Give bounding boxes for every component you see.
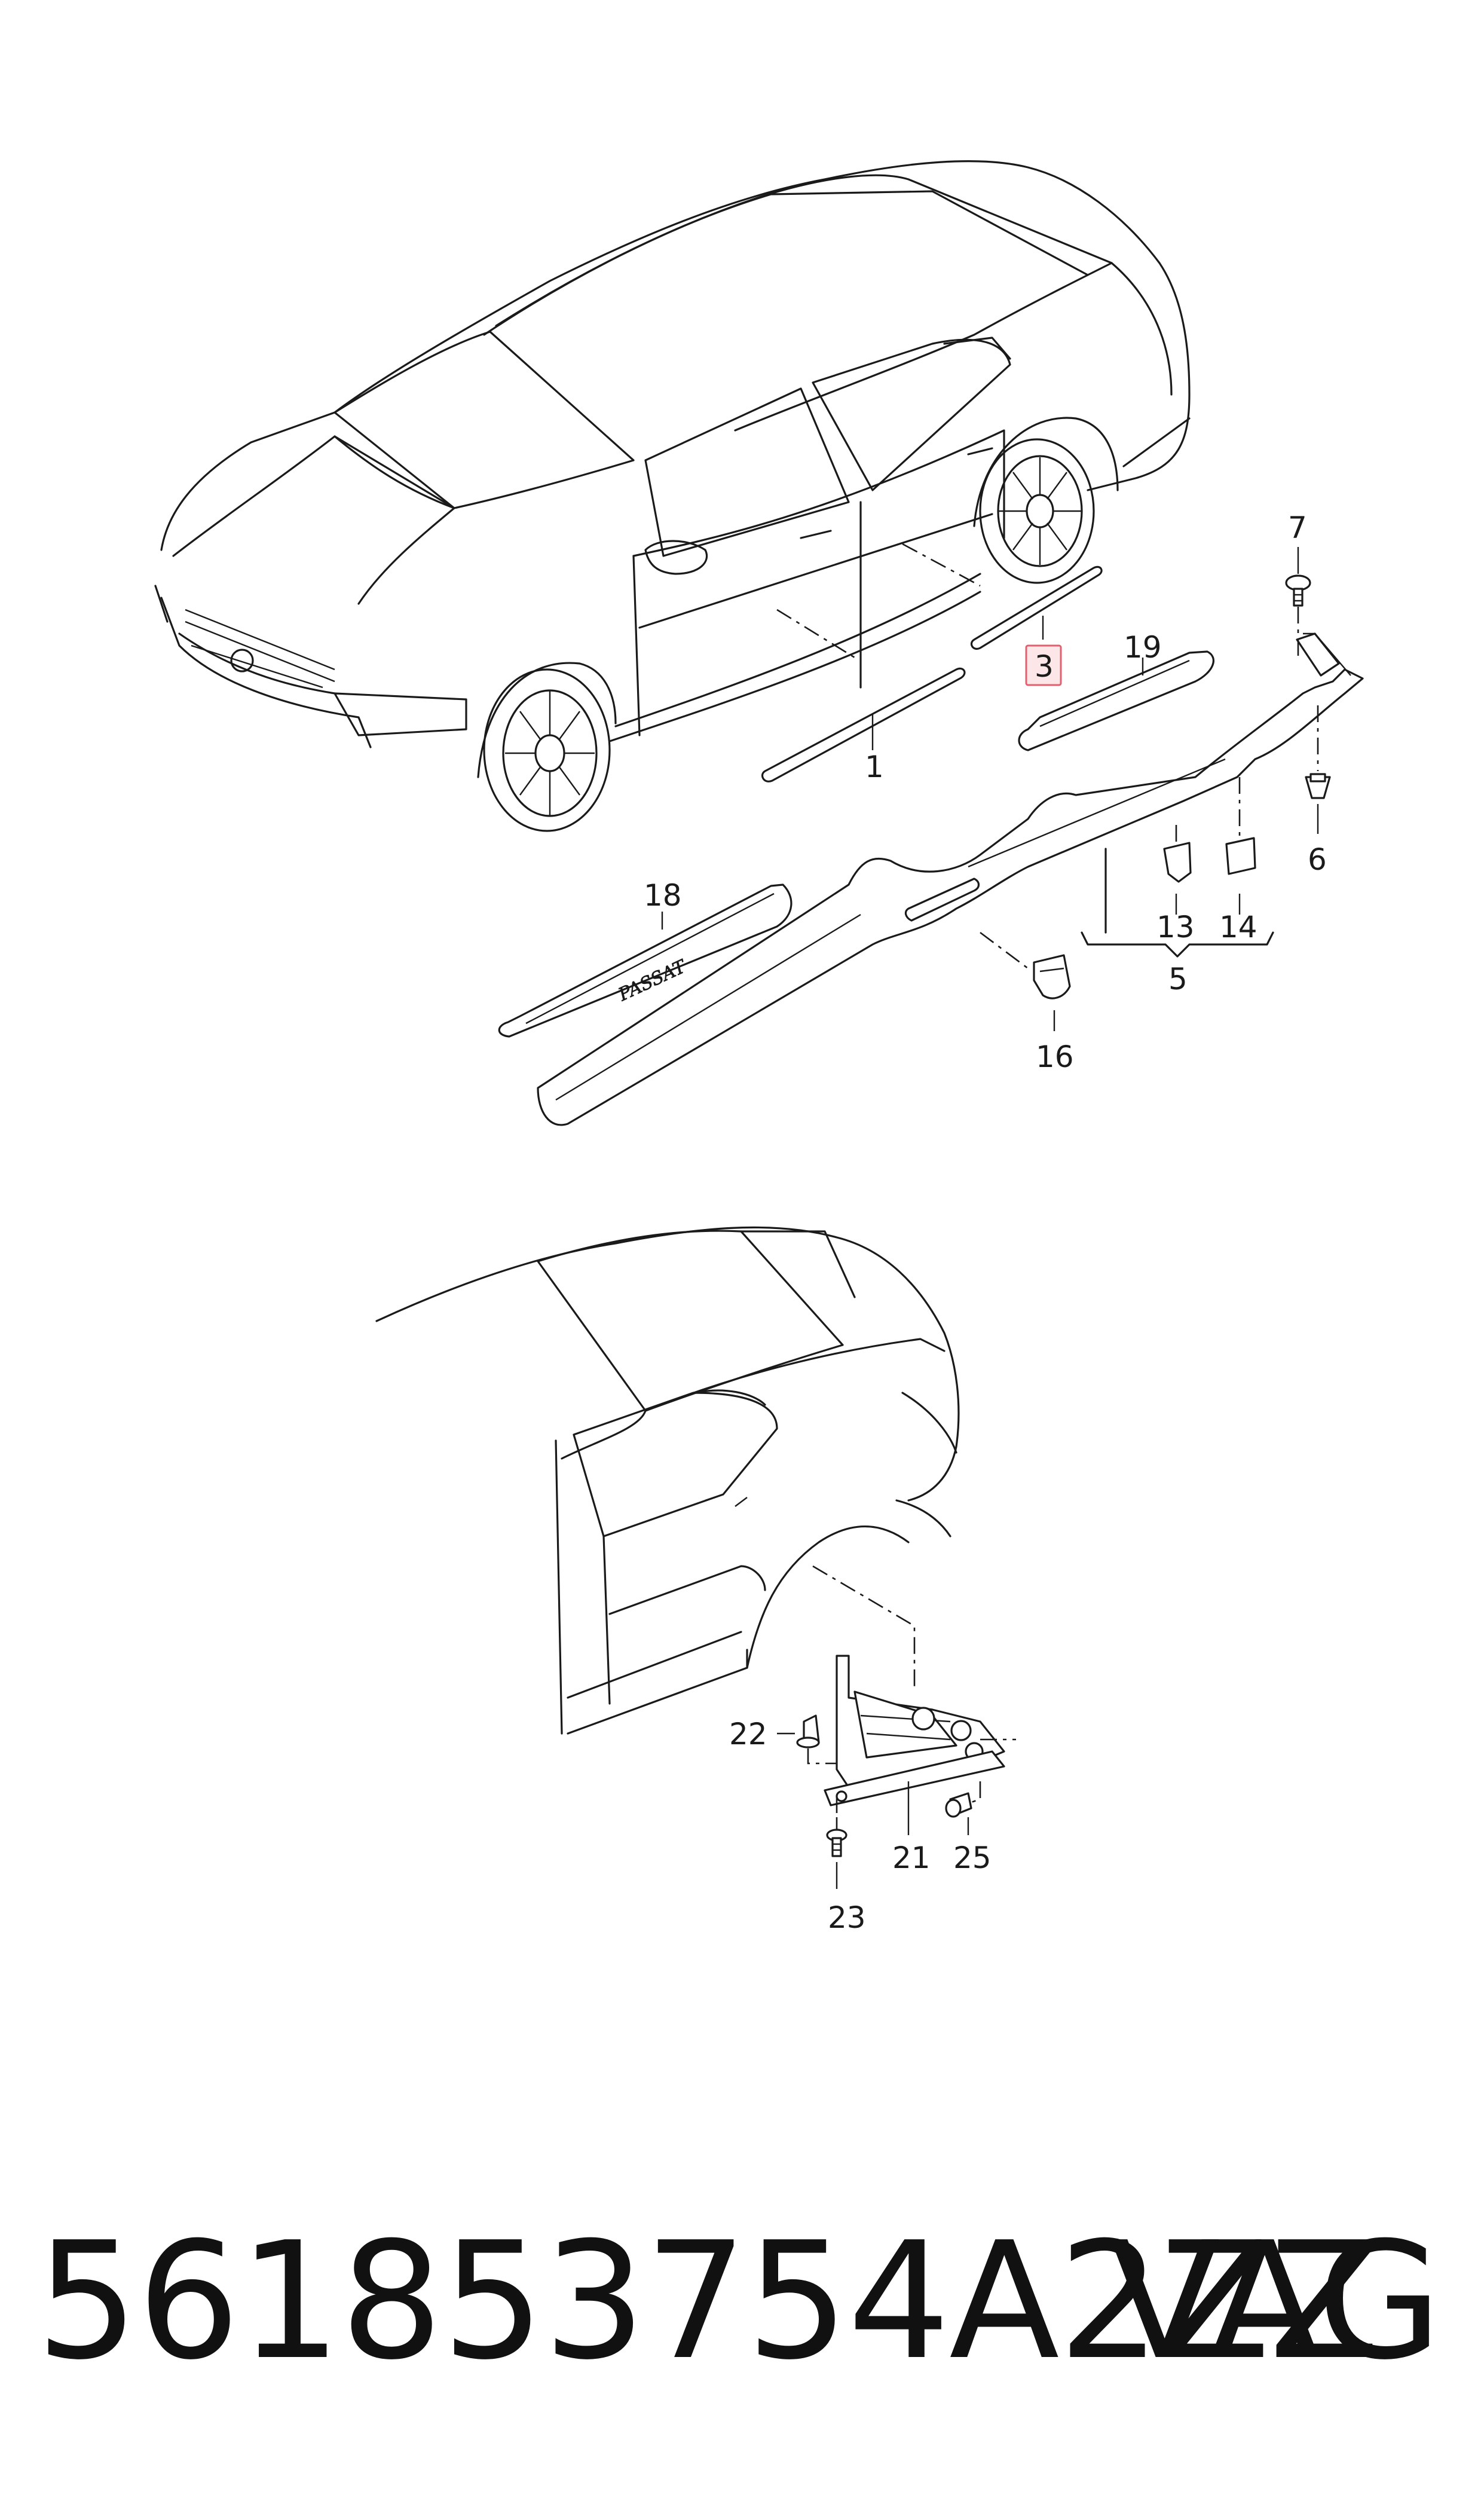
brand-label: VAG <box>1109 2207 1442 2395</box>
callout-5[interactable]: 5 <box>1168 962 1188 996</box>
part-7-screw <box>1285 547 1311 658</box>
callout-1[interactable]: 1 <box>865 750 884 784</box>
callout-23[interactable]: 23 <box>828 1900 866 1935</box>
part-23-screw <box>826 1796 847 1889</box>
car-rear-view <box>375 1226 960 1735</box>
diagram-canvas: PASSAT 1 3 5 6 7 13 14 <box>154 160 1364 1935</box>
rear-wheel <box>973 417 1119 584</box>
car-front-view <box>154 160 1191 832</box>
callout-21[interactable]: 21 <box>892 1841 931 1875</box>
callout-16[interactable]: 16 <box>1036 1040 1074 1074</box>
part-6-clip <box>1305 705 1331 834</box>
part-19-sill-plate <box>1018 650 1214 751</box>
callout-6[interactable]: 6 <box>1308 842 1327 877</box>
callout-13[interactable]: 13 <box>1156 910 1195 944</box>
callout-3-highlight <box>1025 644 1062 686</box>
callout-3[interactable]: 3 <box>1035 649 1054 684</box>
callout-14[interactable]: 14 <box>1219 910 1257 944</box>
part-21-bracket <box>812 1565 1016 1835</box>
part-number: 561853754A2ZZ <box>36 2207 1379 2395</box>
part-1-molding <box>761 609 966 782</box>
part-22-clip <box>777 1714 837 1765</box>
callout-7[interactable]: 7 <box>1288 510 1307 545</box>
front-wheel <box>477 662 617 832</box>
footer: 561853754A2ZZ VAG <box>0 2206 1484 2397</box>
part-13-clip <box>1163 825 1192 915</box>
part-25-bolt <box>945 1781 981 1835</box>
callout-22[interactable]: 22 <box>729 1717 767 1751</box>
callout-18[interactable]: 18 <box>644 878 682 913</box>
part-16-clip <box>980 931 1071 1031</box>
callout-19[interactable]: 19 <box>1124 630 1162 665</box>
callout-25[interactable]: 25 <box>953 1841 992 1875</box>
part-5-rocker-panel <box>537 632 1364 1126</box>
part-14-pad <box>1225 777 1256 915</box>
part-3-molding <box>902 543 1103 650</box>
